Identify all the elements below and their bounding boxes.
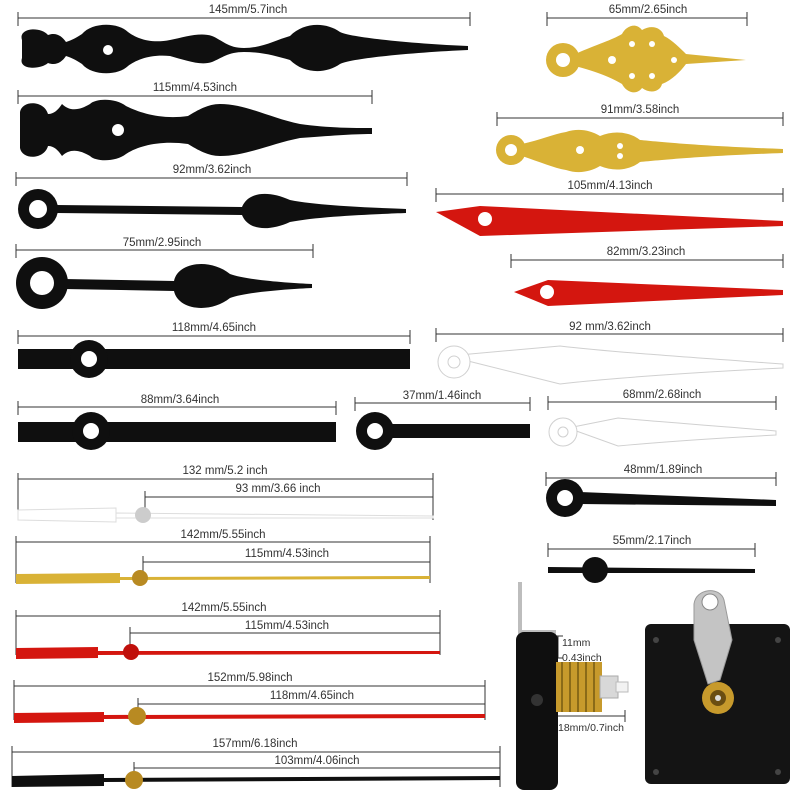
label-black-hand-37mm: 37mm/1.46inch — [402, 390, 482, 402]
label-white-hand-92mm: 92 mm/3.62inch — [569, 321, 651, 333]
movement-front-view — [645, 590, 790, 784]
red-hand-holes — [478, 212, 554, 299]
label-red-second-hand-outer: 142mm/5.55inch — [181, 602, 267, 614]
label-shaft-length-inch: 0.43inch — [562, 652, 602, 664]
label-black-hand-92mm: 92mm/3.62inch — [172, 164, 252, 176]
label-black-hand-88mm: 88mm/3.64inch — [140, 394, 220, 406]
seconds-hands — [12, 507, 500, 789]
label-black-second-hand-outer: 157mm/6.18inch — [212, 738, 298, 750]
label-red-second-hand-inner: 115mm/4.53inch — [244, 620, 330, 632]
gold-hand-cutouts — [505, 41, 677, 159]
label-red-hand-82mm: 82mm/3.23inch — [606, 246, 686, 258]
label-movement-depth: 18mm/0.7inch — [558, 722, 624, 734]
label-gold-second-hand-outer: 142mm/5.55inch — [180, 529, 266, 541]
movement-side-view — [516, 582, 629, 790]
label-gold-hand-91mm: 91mm/3.58inch — [600, 104, 680, 116]
white-hand-holes — [447, 355, 569, 438]
label-white-second-hand-inner: 93 mm/3.66 inch — [235, 483, 321, 495]
label-red-long-second-hand-outer: 152mm/5.98inch — [207, 672, 293, 684]
black-hands — [16, 24, 776, 583]
label-white-hand-68mm: 68mm/2.68inch — [622, 389, 702, 401]
label-black-hand-145mm: 145mm/5.7inch — [208, 4, 288, 16]
label-shaft-length-mm: 11mm — [562, 637, 591, 649]
label-black-hand-48mm: 48mm/1.89inch — [623, 464, 703, 476]
label-black-hand-55mm: 55mm/2.17inch — [612, 535, 692, 547]
label-black-hand-115mm: 115mm/4.53inch — [152, 82, 238, 94]
label-red-long-second-hand-inner: 118mm/4.65inch — [269, 690, 355, 702]
label-white-second-hand-outer: 132 mm/5.2 inch — [182, 465, 268, 477]
red-hands — [436, 206, 783, 306]
label-black-hand-118mm: 118mm/4.65inch — [171, 322, 257, 334]
hand-holes — [29, 45, 573, 506]
label-gold-second-hand-inner: 115mm/4.53inch — [244, 548, 330, 560]
gold-hands — [496, 25, 783, 173]
label-black-second-hand-inner: 103mm/4.06inch — [274, 755, 360, 767]
label-black-hand-75mm: 75mm/2.95inch — [122, 237, 202, 249]
label-gold-hand-65mm: 65mm/2.65inch — [608, 4, 688, 16]
label-red-hand-105mm: 105mm/4.13inch — [567, 180, 653, 192]
